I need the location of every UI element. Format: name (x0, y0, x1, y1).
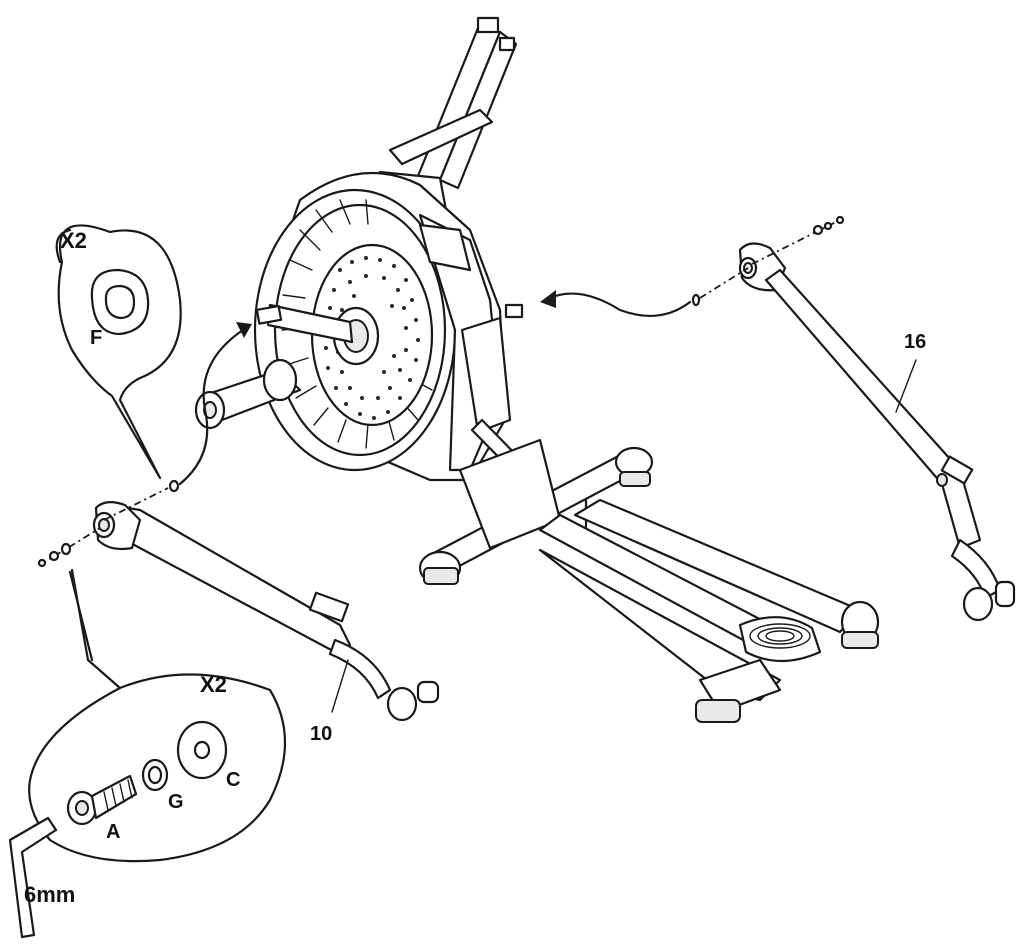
bushing-f-right (691, 293, 701, 307)
right-install-arrow (540, 290, 692, 317)
callout-top: X2 F (55, 224, 182, 480)
part-number-16: 16 (895, 331, 926, 413)
bolt-a (66, 774, 138, 826)
hex-key-icon (8, 816, 58, 939)
right-arm-part (738, 242, 1016, 622)
cross-base (418, 438, 654, 586)
trainer-frame (194, 16, 880, 723)
callout-bottom: X2 A G C (28, 568, 286, 863)
part-number-10: 10 (310, 659, 349, 745)
bushing-f-left (168, 479, 180, 493)
callout-top-quantity: X2 (60, 228, 87, 253)
label-lock-washer-g: G (168, 791, 184, 813)
alignment-right (691, 215, 845, 307)
alignment-left (37, 479, 180, 568)
part-number-16-label: 16 (904, 331, 926, 353)
fan-vanes (281, 199, 433, 449)
callout-bottom-quantity: X2 (200, 672, 227, 697)
front-stabilizer (194, 358, 302, 430)
part-number-10-label: 10 (310, 723, 332, 745)
callout-top-part-label: F (90, 327, 102, 349)
rails (538, 498, 880, 723)
washer-c (176, 720, 228, 780)
lock-washer-g (141, 758, 169, 792)
left-install-arrow (178, 322, 252, 486)
label-washer-c: C (226, 769, 240, 791)
tool-size-label: 6mm (24, 882, 75, 907)
foot-pedal (738, 616, 822, 662)
left-arm-part (92, 501, 440, 722)
label-bolt-a: A (106, 821, 120, 843)
flywheel-housing (253, 171, 524, 482)
perforated-disc (324, 256, 420, 420)
